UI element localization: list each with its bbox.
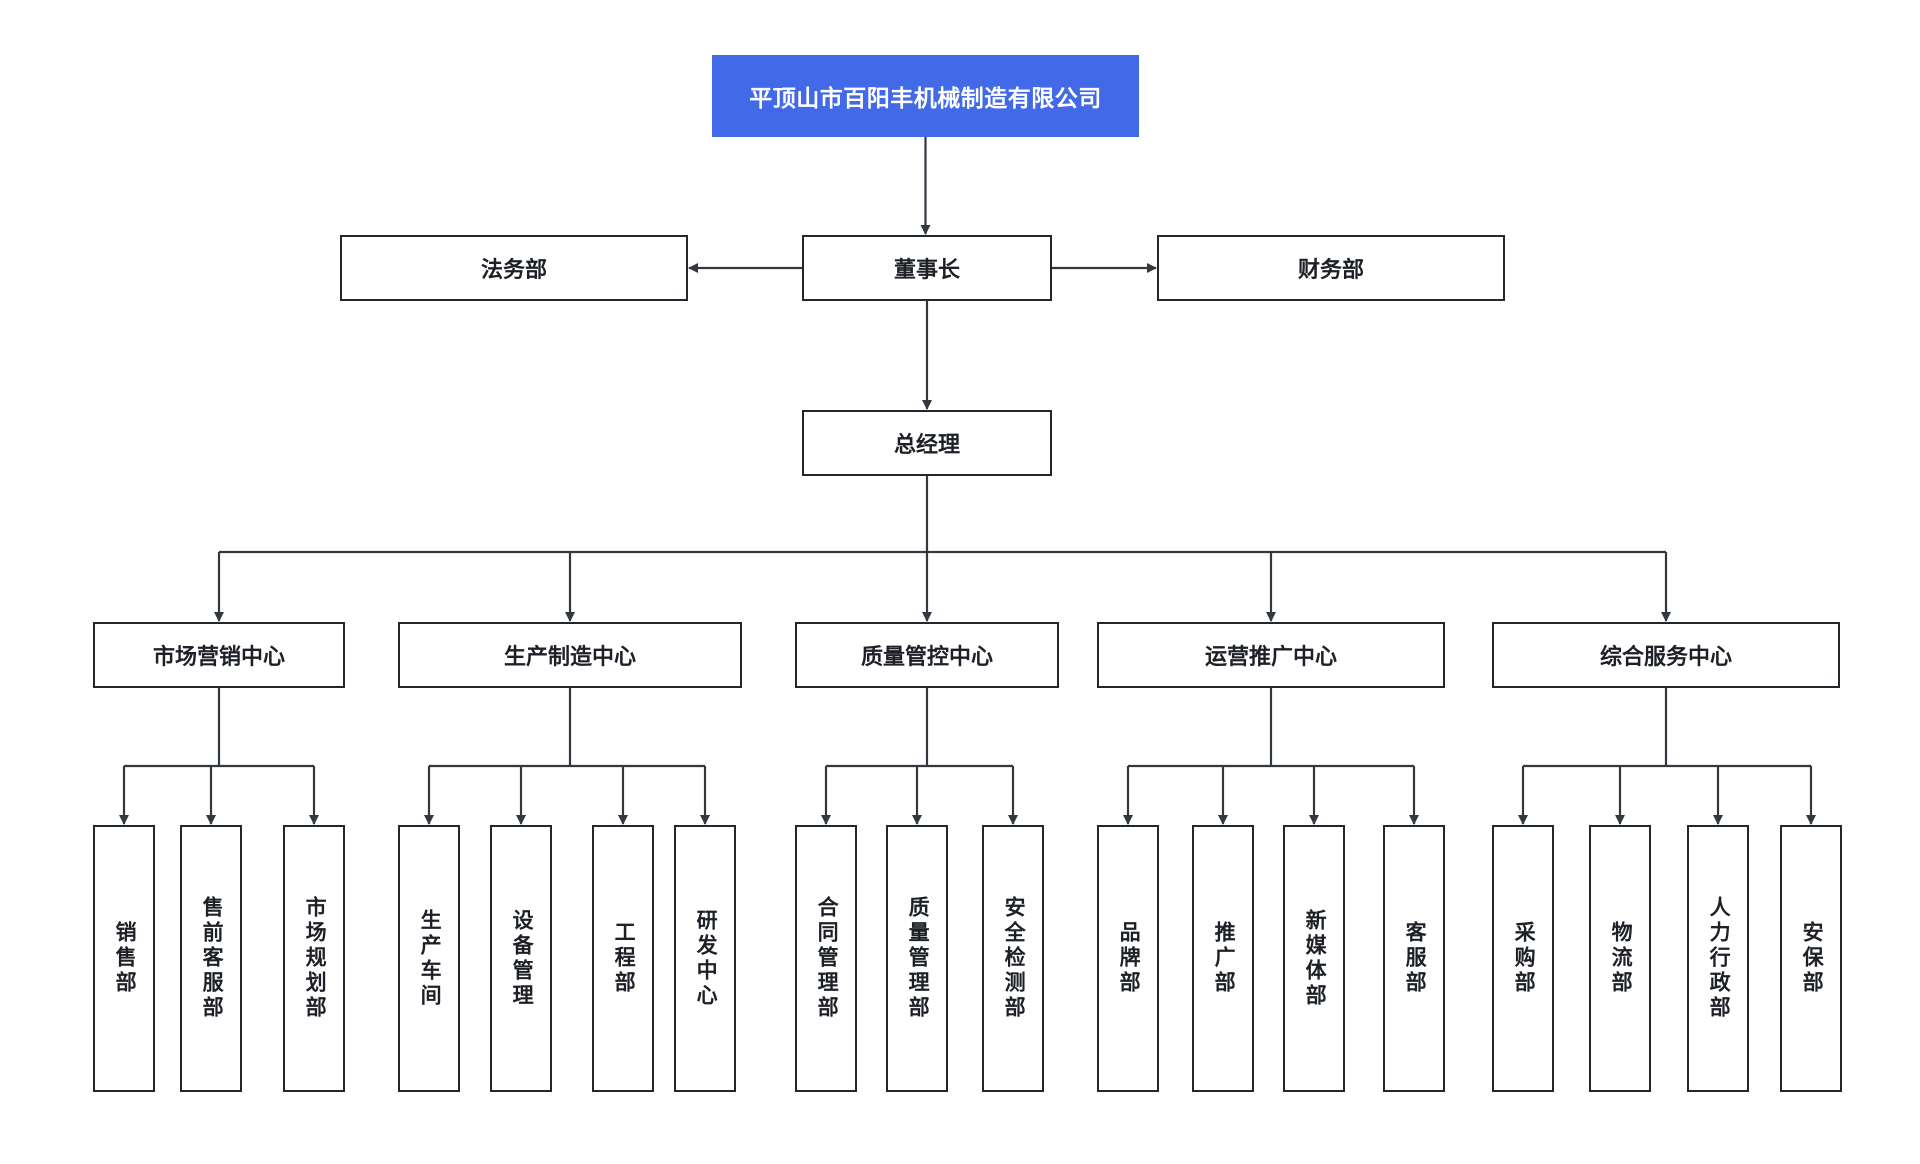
leaf-node-manufacturing-0[interactable]: 生产车间 — [398, 825, 460, 1092]
leaf-node-manufacturing-3-label: 研发中心 — [694, 908, 718, 1009]
exec-node-chairman[interactable]: 董事长 — [802, 235, 1052, 301]
leaf-node-quality-0-label: 合同管理部 — [815, 896, 839, 1021]
leaf-node-services-0-label: 采购部 — [1512, 921, 1536, 996]
leaf-node-operations-0-label: 品牌部 — [1117, 921, 1141, 996]
root-company-node[interactable]: 平顶山市百阳丰机械制造有限公司 — [712, 55, 1139, 137]
leaf-node-operations-3-label: 客服部 — [1403, 921, 1427, 996]
exec-node-legal-label: 法务部 — [480, 257, 547, 282]
leaf-node-marketing-1[interactable]: 售前客服部 — [180, 825, 242, 1092]
leaf-node-quality-1[interactable]: 质量管理部 — [886, 825, 948, 1092]
leaf-node-marketing-0[interactable]: 销售部 — [93, 825, 155, 1092]
leaf-node-manufacturing-2-label: 工程部 — [612, 921, 636, 996]
exec-node-gm-label: 总经理 — [893, 432, 960, 457]
leaf-node-services-1[interactable]: 物流部 — [1589, 825, 1651, 1092]
leaf-node-operations-2-label: 新媒体部 — [1303, 908, 1327, 1009]
leaf-node-manufacturing-1-label: 设备管理 — [510, 908, 534, 1009]
center-node-manufacturing[interactable]: 生产制造中心 — [398, 622, 742, 688]
exec-node-gm[interactable]: 总经理 — [802, 410, 1052, 476]
leaf-node-marketing-2[interactable]: 市场规划部 — [283, 825, 345, 1092]
center-node-manufacturing-label: 生产制造中心 — [503, 644, 636, 669]
center-node-operations[interactable]: 运营推广中心 — [1097, 622, 1445, 688]
exec-node-finance-label: 财务部 — [1297, 257, 1364, 282]
leaf-node-services-3[interactable]: 安保部 — [1780, 825, 1842, 1092]
leaf-node-manufacturing-3[interactable]: 研发中心 — [674, 825, 736, 1092]
exec-node-legal[interactable]: 法务部 — [340, 235, 688, 301]
leaf-node-services-3-label: 安保部 — [1800, 921, 1824, 996]
center-node-quality[interactable]: 质量管控中心 — [795, 622, 1059, 688]
leaf-node-manufacturing-0-label: 生产车间 — [418, 908, 442, 1009]
leaf-node-manufacturing-2[interactable]: 工程部 — [592, 825, 654, 1092]
leaf-node-operations-1-label: 推广部 — [1212, 921, 1236, 996]
leaf-node-marketing-2-label: 市场规划部 — [303, 896, 327, 1021]
center-node-marketing-label: 市场营销中心 — [152, 644, 285, 669]
leaf-node-services-2[interactable]: 人力行政部 — [1687, 825, 1749, 1092]
leaf-node-operations-3[interactable]: 客服部 — [1383, 825, 1445, 1092]
leaf-node-operations-1[interactable]: 推广部 — [1192, 825, 1254, 1092]
center-node-operations-label: 运营推广中心 — [1204, 644, 1337, 669]
leaf-node-marketing-1-label: 售前客服部 — [200, 896, 224, 1021]
center-node-quality-label: 质量管控中心 — [860, 644, 993, 669]
center-node-services-label: 综合服务中心 — [1599, 644, 1732, 669]
root-company-node-label: 平顶山市百阳丰机械制造有限公司 — [749, 85, 1102, 111]
leaf-node-operations-0[interactable]: 品牌部 — [1097, 825, 1159, 1092]
leaf-node-services-0[interactable]: 采购部 — [1492, 825, 1554, 1092]
leaf-node-quality-0[interactable]: 合同管理部 — [795, 825, 857, 1092]
leaf-node-marketing-0-label: 销售部 — [113, 921, 137, 996]
leaf-node-quality-2-label: 安全检测部 — [1002, 896, 1026, 1021]
leaf-node-services-2-label: 人力行政部 — [1707, 896, 1731, 1021]
center-node-marketing[interactable]: 市场营销中心 — [93, 622, 345, 688]
center-node-services[interactable]: 综合服务中心 — [1492, 622, 1840, 688]
leaf-node-operations-2[interactable]: 新媒体部 — [1283, 825, 1345, 1092]
exec-node-chairman-label: 董事长 — [893, 257, 960, 282]
leaf-node-services-1-label: 物流部 — [1609, 921, 1633, 996]
leaf-node-manufacturing-1[interactable]: 设备管理 — [490, 825, 552, 1092]
leaf-node-quality-1-label: 质量管理部 — [906, 896, 930, 1021]
leaf-node-quality-2[interactable]: 安全检测部 — [982, 825, 1044, 1092]
exec-node-finance[interactable]: 财务部 — [1157, 235, 1505, 301]
